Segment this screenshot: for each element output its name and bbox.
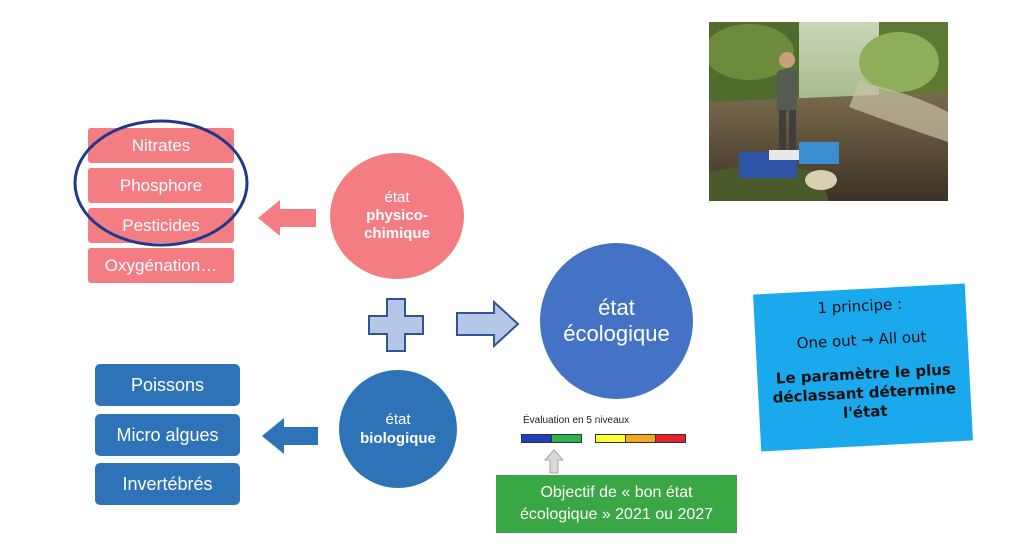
- evaluation-level-4: [625, 434, 656, 443]
- physico-circle-line1: état: [384, 189, 410, 206]
- evaluation-level-3: [595, 434, 626, 443]
- eco-circle-line1: état: [598, 295, 635, 320]
- principle-title: 1 principe :: [817, 294, 903, 318]
- arrow-left-pink-icon: [258, 200, 316, 236]
- param-micro-algues: Micro algues: [95, 414, 240, 456]
- objectif-box: Objectif de « bon état écologique » 2021…: [496, 475, 737, 533]
- arrow-left-blue-icon: [262, 418, 318, 454]
- biological-state-circle: état biologique: [339, 370, 457, 488]
- evaluation-level-5: [655, 434, 686, 443]
- objectif-line1: Objectif de « bon état: [540, 484, 693, 501]
- principle-rule: One out → All out: [796, 327, 927, 353]
- arrow-right-icon: [456, 300, 520, 348]
- principle-note: 1 principe : One out → All out Le paramè…: [753, 283, 973, 452]
- param-oxygenation: Oxygénation…: [88, 248, 234, 283]
- bio-circle-line2: biologique: [360, 430, 436, 447]
- principle-explanation: Le paramètre le plus déclassant détermin…: [772, 360, 957, 423]
- plus-icon: [368, 298, 424, 352]
- param-poissons: Poissons: [95, 364, 240, 406]
- highlight-ellipse: [73, 119, 249, 247]
- param-pesticides: Pesticides: [88, 208, 234, 243]
- physico-circle-line2: physico-: [366, 207, 428, 224]
- objectif-line2: écologique » 2021 ou 2027: [519, 506, 714, 523]
- physico-chemical-state-circle: état physico- chimique: [330, 153, 464, 279]
- physico-circle-line3: chimique: [364, 225, 430, 242]
- evaluation-level-2: [551, 434, 582, 443]
- param-nitrates: Nitrates: [88, 128, 234, 163]
- param-phosphore: Phosphore: [88, 168, 234, 203]
- river-sampling-photo: [709, 22, 948, 201]
- bio-circle-line1: état: [385, 411, 411, 428]
- param-invertebres: Invertébrés: [95, 463, 240, 505]
- evaluation-label: Évaluation en 5 niveaux: [523, 415, 630, 426]
- eco-circle-line2: écologique: [563, 321, 670, 346]
- ecological-state-circle: état écologique: [540, 243, 693, 399]
- arrow-up-icon: [544, 449, 564, 474]
- evaluation-level-1: [521, 434, 552, 443]
